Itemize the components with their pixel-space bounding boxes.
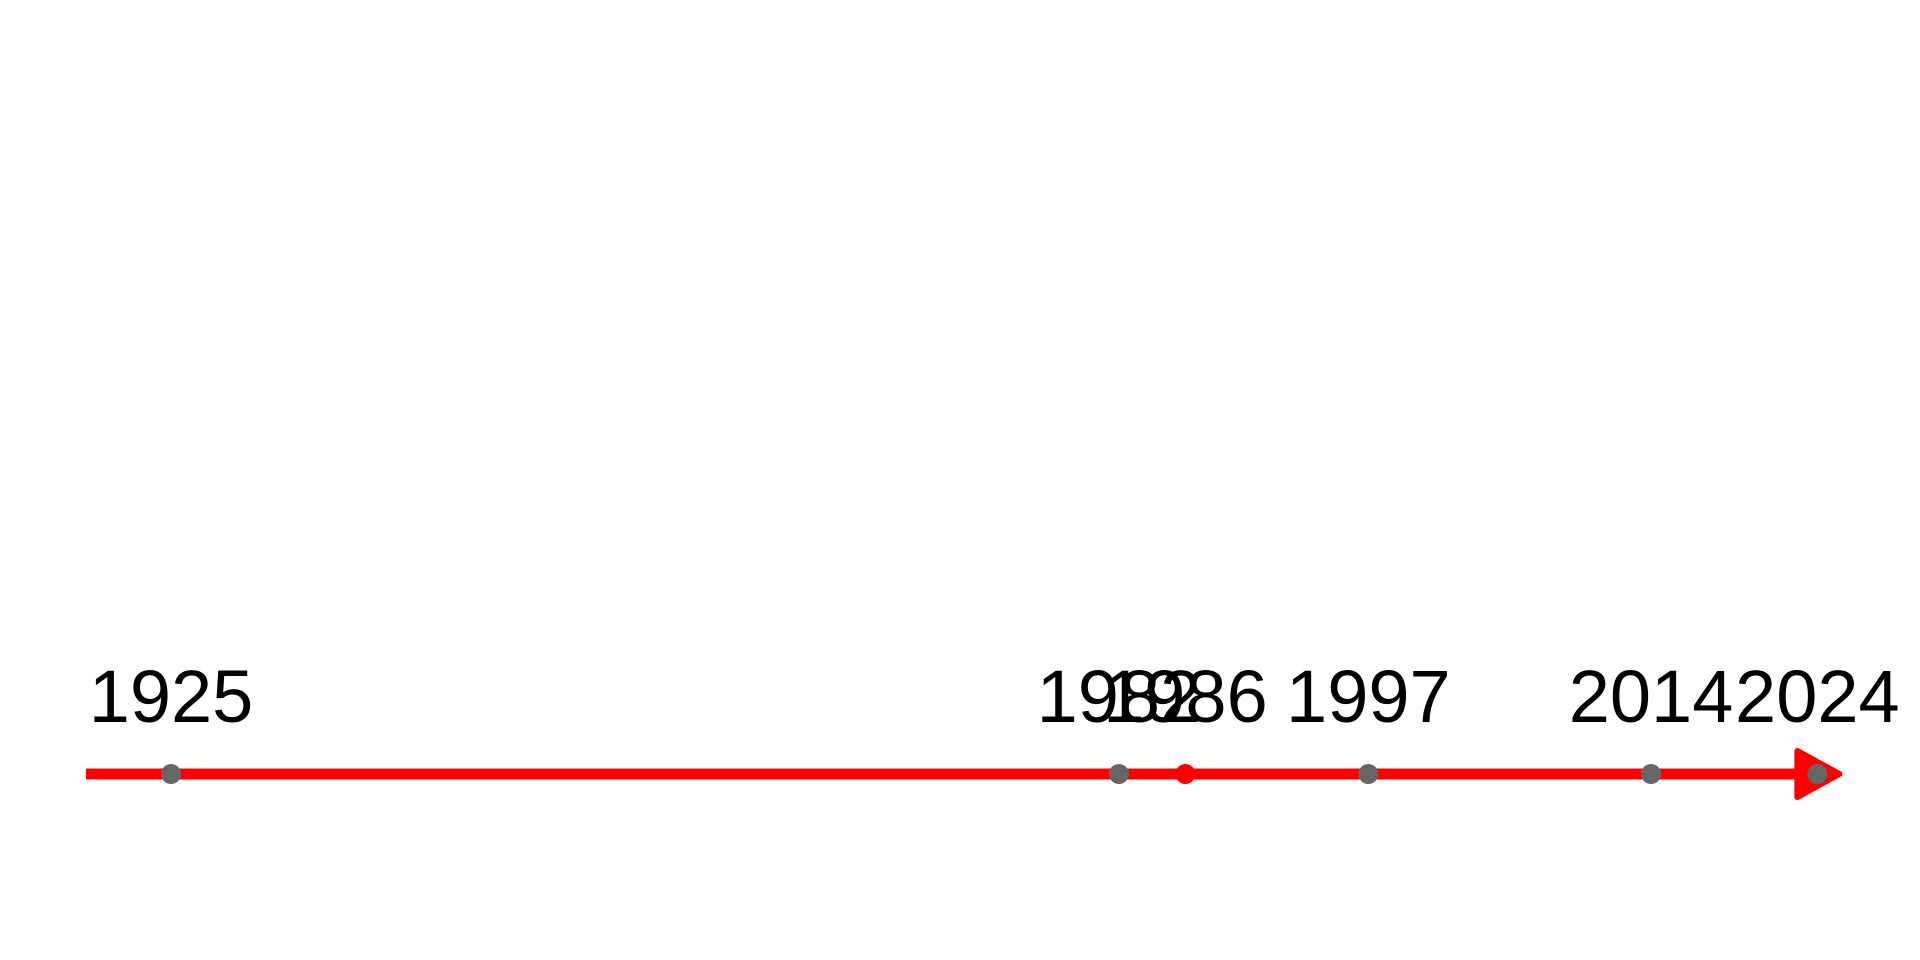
event-marker-1997 <box>1358 764 1379 784</box>
event-marker-1986 <box>1175 764 1196 784</box>
year-label-1997: 1997 <box>1286 655 1451 738</box>
year-label-2014: 2014 <box>1569 655 1734 738</box>
year-label-1986: 1986 <box>1103 655 1268 738</box>
year-label-1982: 1982 <box>1037 655 1202 738</box>
year-label-2024: 2024 <box>1735 655 1900 738</box>
event-marker-1982 <box>1108 764 1129 784</box>
year-label-1925: 1925 <box>89 655 254 738</box>
event-marker-1925 <box>161 764 181 784</box>
event-marker-2014 <box>1641 764 1662 784</box>
event-marker-2024 <box>1807 764 1828 784</box>
